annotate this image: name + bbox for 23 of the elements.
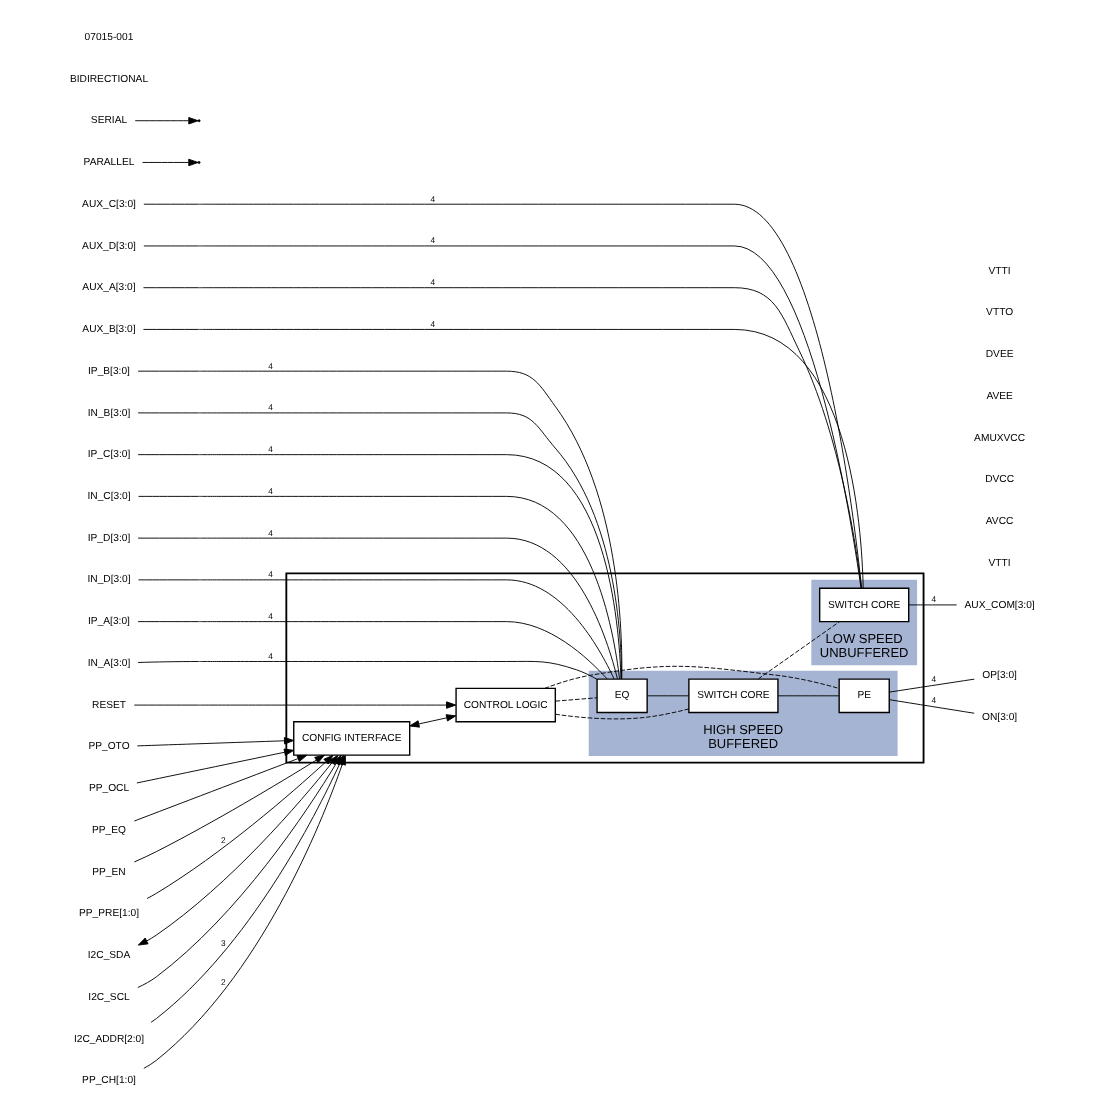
arrow bbox=[145, 754, 333, 899]
arrow bbox=[135, 748, 294, 784]
arrow bbox=[132, 701, 456, 709]
connector bbox=[137, 495, 619, 680]
connector bbox=[543, 665, 839, 689]
connector bbox=[136, 454, 621, 680]
connector bbox=[887, 678, 974, 693]
connector bbox=[907, 604, 957, 606]
connector bbox=[136, 537, 617, 680]
connector bbox=[776, 695, 839, 697]
arrow bbox=[132, 754, 307, 822]
connector bbox=[554, 697, 597, 702]
arrow bbox=[132, 754, 324, 863]
connector bbox=[136, 660, 597, 680]
connector bbox=[136, 621, 607, 680]
arrow bbox=[135, 737, 294, 747]
arrow bbox=[408, 714, 456, 728]
connector bbox=[137, 579, 614, 680]
connector bbox=[645, 695, 689, 697]
arrow bbox=[133, 117, 198, 125]
connector bbox=[756, 621, 839, 680]
connector bbox=[887, 699, 974, 714]
connector bbox=[554, 708, 689, 720]
